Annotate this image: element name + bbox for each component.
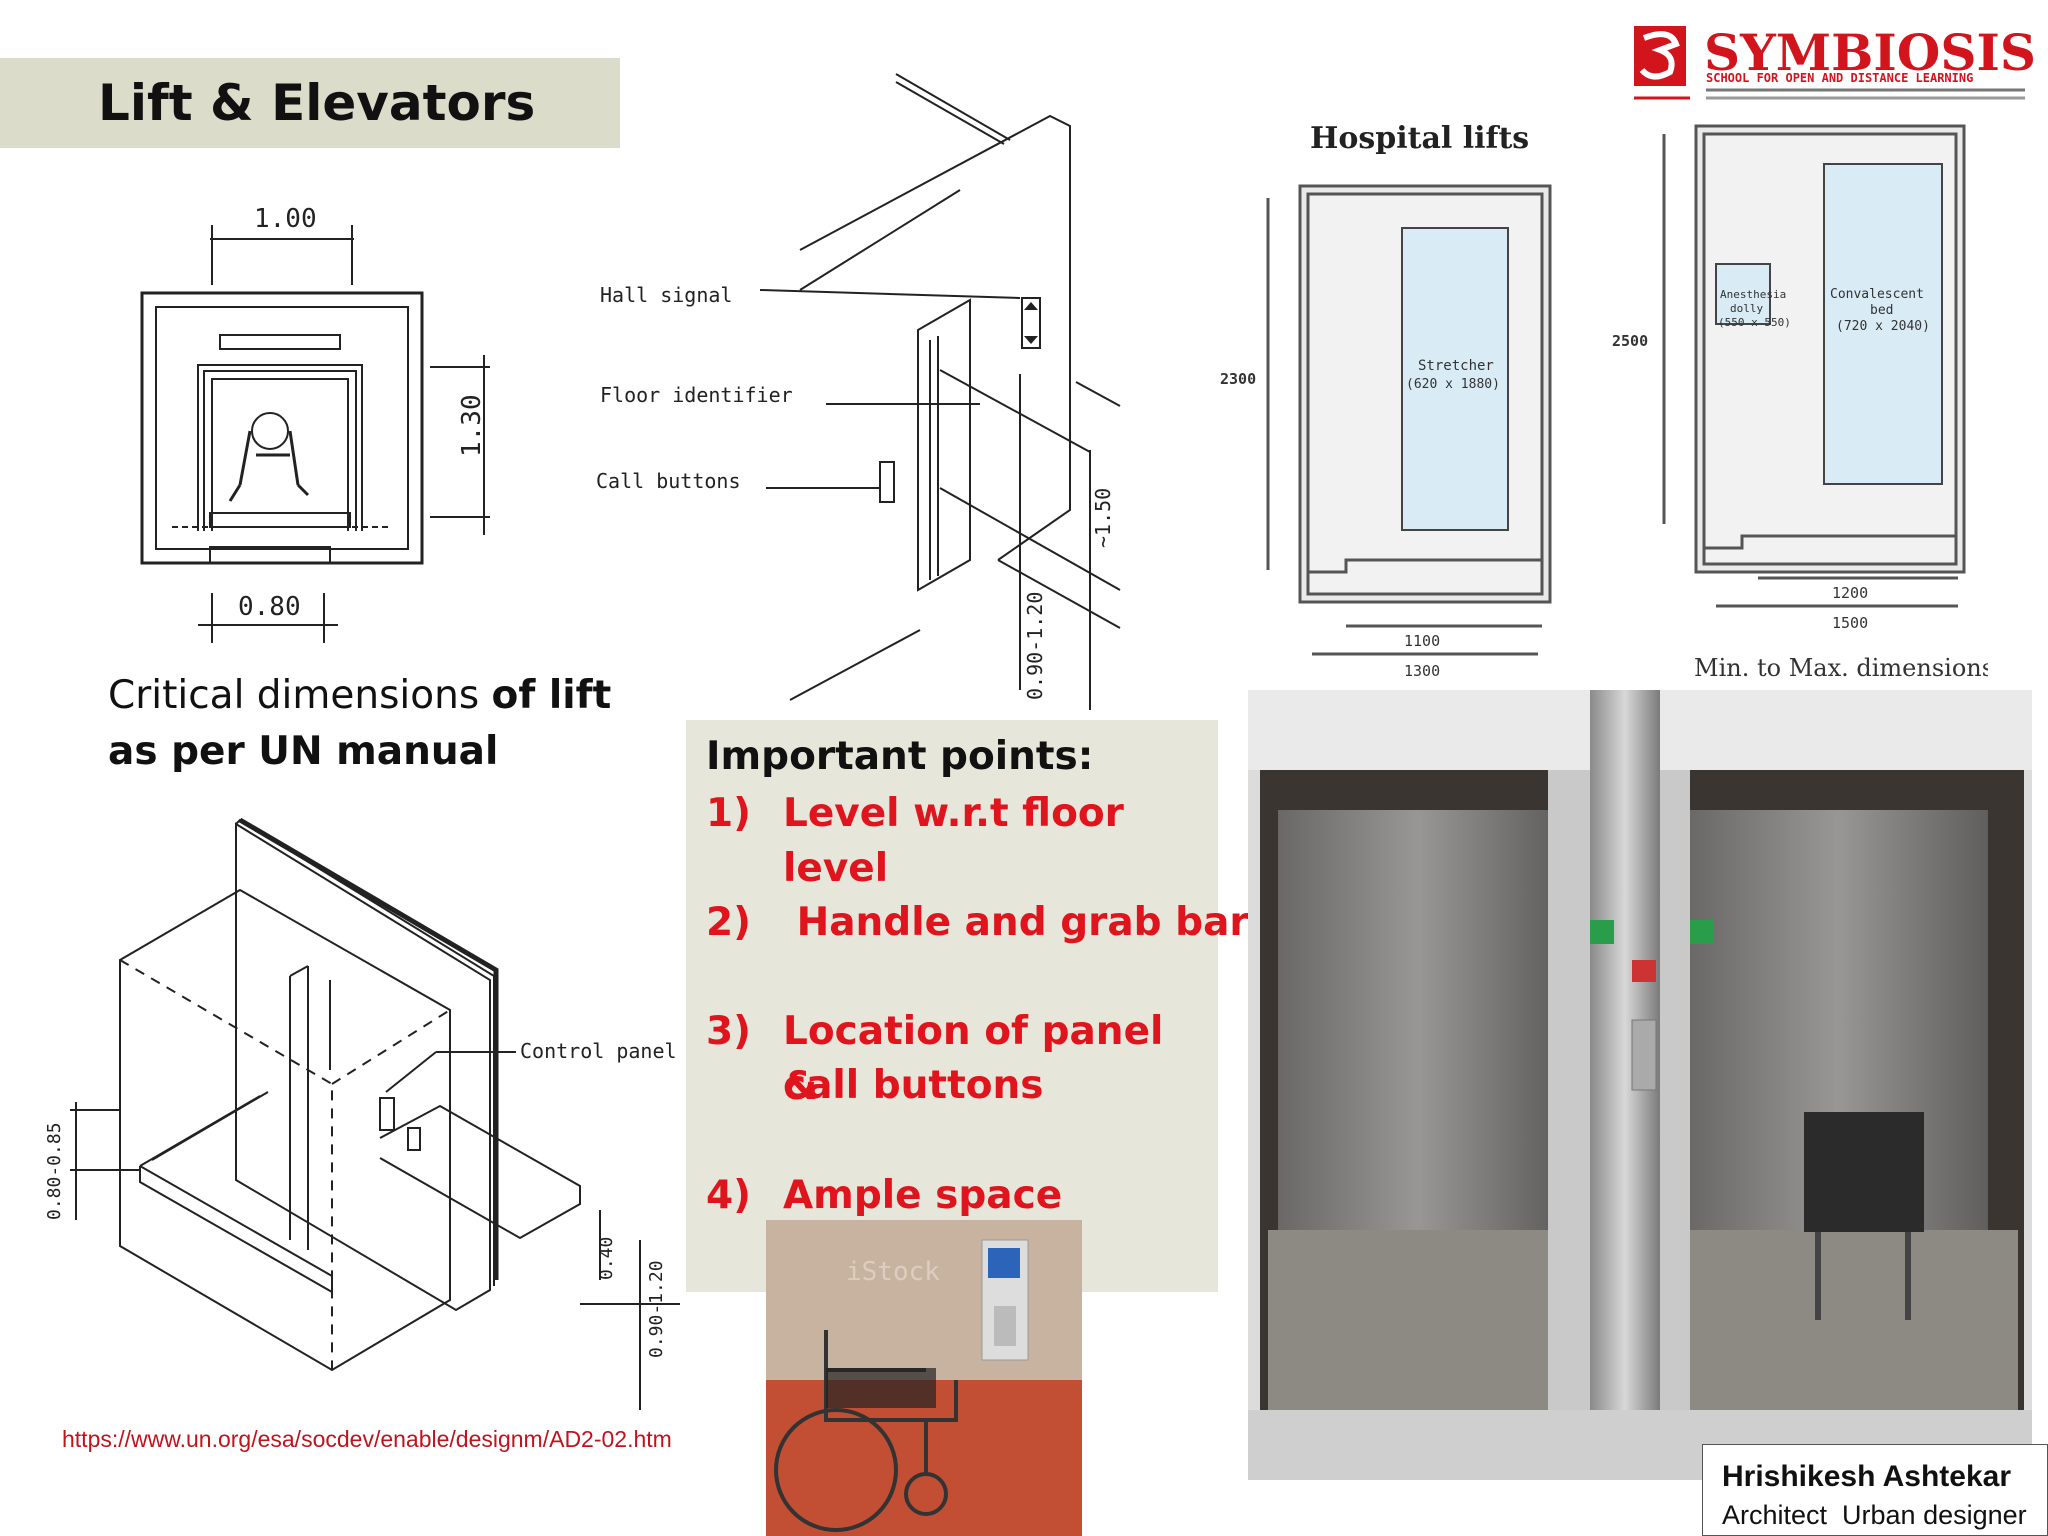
page-title: Lift & Elevators bbox=[98, 74, 536, 132]
point-text: Handle and grab bars bbox=[783, 900, 1272, 945]
plan-side-dim: 1.30 bbox=[457, 394, 487, 457]
photo-watermark: iStock bbox=[846, 1257, 940, 1287]
elevator-photo bbox=[1248, 690, 2032, 1480]
author-box bbox=[1702, 1444, 2048, 1536]
bed-size: (720 x 2040) bbox=[1836, 319, 1930, 334]
caption-normal: Critical dimensions bbox=[108, 673, 492, 718]
bed-label-b: bed bbox=[1870, 303, 1893, 318]
elevation-dim-2: 0.90-1.20 bbox=[1023, 592, 1047, 700]
control-panel-label: Control panel bbox=[520, 1039, 677, 1063]
hall-signal-label: Hall signal bbox=[600, 283, 732, 307]
lift-plan-drawing: 1.00 1.30 0.80 bbox=[140, 204, 490, 643]
important-points-box bbox=[686, 720, 1218, 1292]
source-url-link[interactable]: https://www.un.org/esa/socdev/enable/des… bbox=[62, 1426, 672, 1452]
iso-dim-1: 0.80-0.85 bbox=[44, 1122, 65, 1220]
logo-tagline: SCHOOL FOR OPEN AND DISTANCE LEARNING bbox=[1706, 71, 1973, 85]
stretcher-label: Stretcher bbox=[1418, 358, 1494, 374]
point-number: 1) bbox=[706, 791, 751, 836]
left-height-dim: 2300 bbox=[1220, 370, 1256, 388]
caption-bold: of lift as per UN manual bbox=[108, 673, 612, 774]
plan-caption: Critical dimensions of lift as per UN ma… bbox=[108, 668, 628, 780]
title-bar bbox=[0, 58, 620, 148]
wheelchair-photo: iStock bbox=[766, 1220, 1082, 1536]
dolly-label-b: dolly bbox=[1730, 302, 1763, 315]
plan-door-dim: 0.80 bbox=[238, 592, 301, 622]
hospital-footer: Min. to Max. dimensions bbox=[1694, 654, 1988, 682]
iso-dim-3: 0.90-1.20 bbox=[646, 1260, 667, 1358]
point-number: 4) bbox=[706, 1173, 751, 1218]
stretcher-size: (620 x 1880) bbox=[1406, 377, 1500, 392]
plan-top-dim: 1.00 bbox=[254, 204, 317, 234]
hospital-title: Hospital lifts bbox=[1310, 121, 1529, 156]
control-panel-iso-drawing: Control panel 0.80-0.85 0.40 0.90-1.20 bbox=[44, 817, 680, 1410]
point-text-continued: call buttons bbox=[783, 1063, 1044, 1108]
hospital-lifts-drawing: Hospital lifts Stretcher (620 x 1880) An… bbox=[1220, 121, 1988, 682]
call-buttons-label: Call buttons bbox=[596, 469, 741, 493]
dolly-size: (550 x 550) bbox=[1718, 316, 1791, 329]
left-width-max: 1300 bbox=[1404, 662, 1440, 680]
right-width-max: 1500 bbox=[1832, 614, 1868, 632]
floor-identifier-label: Floor identifier bbox=[600, 383, 793, 407]
left-width-min: 1100 bbox=[1404, 632, 1440, 650]
right-width-min: 1200 bbox=[1832, 584, 1868, 602]
hall-elevation-drawing: Hall signal Floor identifier Call button… bbox=[596, 73, 1121, 710]
right-height-dim: 2500 bbox=[1612, 332, 1648, 350]
author-name: Hrishikesh Ashtekar bbox=[1722, 1460, 2012, 1493]
point-text: Level w.r.t floor level bbox=[783, 791, 1124, 891]
author-role: Architect Urban designer bbox=[1722, 1500, 2027, 1530]
point-number: 3) bbox=[706, 1009, 751, 1054]
dolly-label: Anesthesia bbox=[1720, 288, 1786, 301]
point-text: Location of panel & bbox=[783, 1009, 1164, 1109]
point-number: 2) bbox=[706, 900, 751, 945]
elevation-dim-1: ~1.50 bbox=[1091, 488, 1115, 548]
symbiosis-logo: SYMBIOSIS SCHOOL FOR OPEN AND DISTANCE L… bbox=[1634, 23, 2036, 100]
iso-dim-2: 0.40 bbox=[596, 1237, 617, 1280]
logo-name: SYMBIOSIS bbox=[1704, 23, 2036, 82]
bed-label: Convalescent bbox=[1830, 287, 1924, 302]
points-heading: Important points: bbox=[706, 734, 1094, 779]
